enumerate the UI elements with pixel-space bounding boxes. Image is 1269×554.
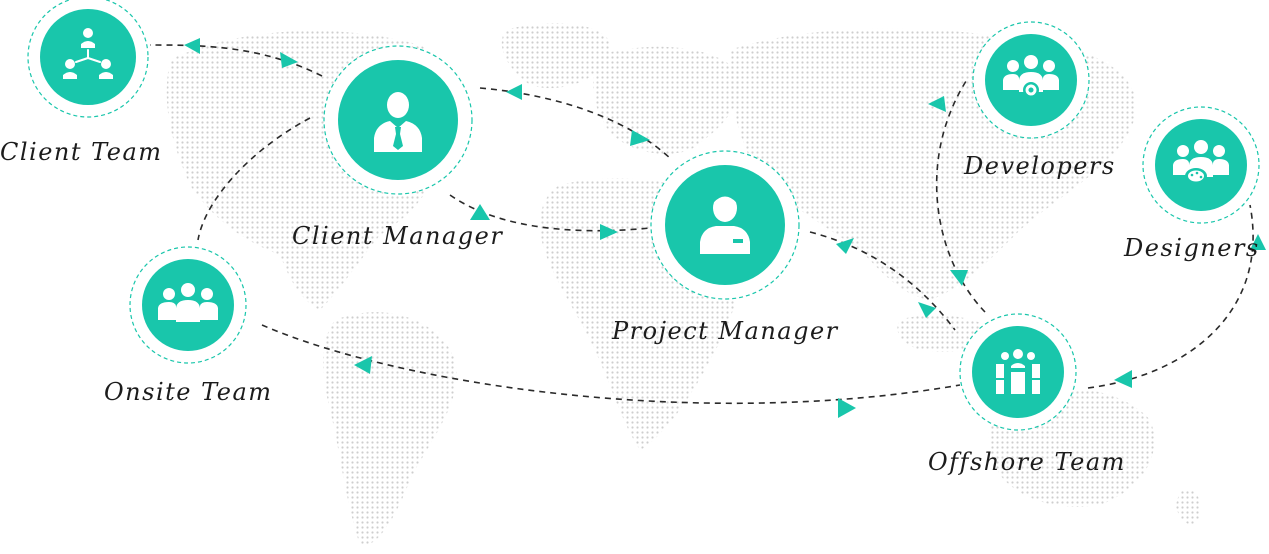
- node-offshore-team: Offshore Team: [928, 313, 1126, 476]
- node-label-developers: Developers: [963, 152, 1116, 180]
- arrow-to-offshore-3: [1114, 370, 1132, 388]
- node-label-client-team: Client Team: [0, 138, 163, 166]
- arrow-to-onsite: [354, 356, 372, 374]
- arrow-to-offshore-1: [918, 302, 936, 318]
- line-onsite-offshore: [261, 324, 961, 405]
- team-gear-icon: [1003, 55, 1059, 98]
- line-clientmanager-projectmanager-top: [479, 87, 673, 161]
- arrow-to-designers: [1250, 234, 1266, 250]
- node-label-designers: Designers: [1123, 234, 1260, 262]
- arrow-to-project-manager-2: [600, 224, 618, 240]
- node-client-team: Client Team: [0, 0, 163, 166]
- line-offshore-designers: [1087, 204, 1254, 389]
- node-label-client-manager: Client Manager: [292, 222, 503, 250]
- team-icon: [158, 283, 218, 322]
- node-client-manager: Client Manager: [292, 45, 503, 250]
- arrow-to-client-team: [184, 38, 200, 54]
- node-label-offshore-team: Offshore Team: [928, 448, 1126, 476]
- line-clientmanager-onsite: [197, 117, 311, 241]
- line-projectmanager-offshore: [809, 231, 956, 331]
- node-developers: Developers: [963, 21, 1116, 180]
- arrow-to-client-manager-2: [506, 84, 522, 100]
- node-label-project-manager: Project Manager: [611, 317, 839, 345]
- arrow-to-developers: [928, 96, 946, 112]
- team-palette-icon: [1173, 140, 1229, 184]
- arrow-to-offshore-2: [950, 270, 968, 286]
- hierarchy-group-icon: [63, 28, 113, 79]
- arrow-to-offshore-4: [838, 398, 856, 418]
- arrow-to-client-manager-3: [470, 204, 490, 220]
- businessman-icon: [374, 92, 422, 152]
- arrow-to-client-manager-1: [280, 52, 298, 68]
- manager-badge-icon: [700, 192, 750, 254]
- node-onsite-team: Onsite Team: [104, 246, 273, 406]
- node-label-onsite-team: Onsite Team: [104, 378, 273, 406]
- line-clientmanager-projectmanager-bottom: [449, 194, 651, 232]
- meeting-table-icon: [996, 349, 1040, 394]
- arrow-heads: [184, 38, 1266, 418]
- node-project-manager: Project Manager: [611, 150, 839, 345]
- line-clientmanager-clientteam: [149, 44, 323, 77]
- arrow-to-project-manager-1: [630, 130, 650, 146]
- node-designers: Designers: [1123, 106, 1260, 262]
- connection-lines: [149, 44, 1254, 405]
- arrow-to-project-manager-3: [836, 238, 854, 254]
